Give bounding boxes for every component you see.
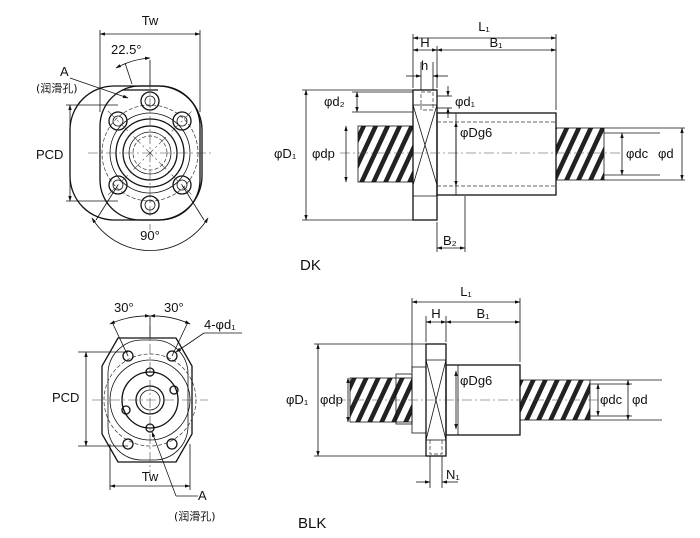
blk-caption: BLK [298,515,326,532]
dk-tw-label: Tw [142,13,159,28]
dk-bolt-holes [108,91,192,215]
blk-dg6-label: φDg6 [460,373,492,388]
dk-dg6-label: φDg6 [460,125,492,140]
dk-D1-label: φD₁ [274,146,297,161]
blk-b1-label: B₁ [476,306,490,321]
dk-d2-label: φd₂ [324,94,345,109]
blk-holes-label: 4-φd₁ [204,317,236,332]
dk-b2-label: B₂ [443,233,457,248]
blk-front-view: 30° 30° 4-φd₁ PCD Tw A (润滑孔) [52,300,242,523]
dk-b1-label: B₁ [489,35,503,50]
blk-side-view: L₁ H B₁ φDg6 φD₁ φdp φdc φd N₁ BLK [286,284,662,532]
dk-l1-label: L₁ [478,19,490,34]
blk-tw-label: Tw [142,469,159,484]
blk-h-label: H [431,306,440,321]
dk-lube-a-label: A [60,64,69,79]
dk-flange-side [412,89,438,221]
blk-n1-label: N₁ [446,467,460,482]
dk-d-label: φd [658,146,674,161]
blk-D1-label: φD₁ [286,392,309,407]
dk-screw-left [357,125,414,183]
dk-caption: DK [300,257,321,274]
blk-pcd-label: PCD [52,390,79,405]
blk-d-label: φd [632,392,648,407]
dk-screw-right [555,127,605,181]
blk-angle-right-label: 30° [164,300,184,315]
dk-h-small-label: h [421,58,428,73]
dk-nut-body [436,112,557,196]
dk-dp-label: φdp [312,146,335,161]
dk-bottom-angle-label: 90° [140,228,160,243]
blk-lube-note: (润滑孔) [174,509,216,523]
dk-dc-label: φdc [626,146,649,161]
blk-angle-left-label: 30° [114,300,134,315]
dk-front-view: Tw 22.5° A (润滑孔) PCD 90° [36,13,212,251]
blk-lube-a-label: A [198,488,207,503]
blk-dc-label: φdc [600,392,623,407]
blk-flange-outline [101,337,193,463]
dk-d1-label: φd₁ [455,94,476,109]
dk-side-view: L₁ H B₁ h φd₂ φd₁ φDg6 φD₁ φdp [274,19,685,274]
dk-pcd-label: PCD [36,147,63,162]
dk-lube-note: (润滑孔) [36,81,78,95]
blk-l1-label: L₁ [460,284,472,299]
blk-dp-label: φdp [320,392,343,407]
dk-h-label: H [420,35,429,50]
dk-angle-label: 22.5° [111,42,142,57]
